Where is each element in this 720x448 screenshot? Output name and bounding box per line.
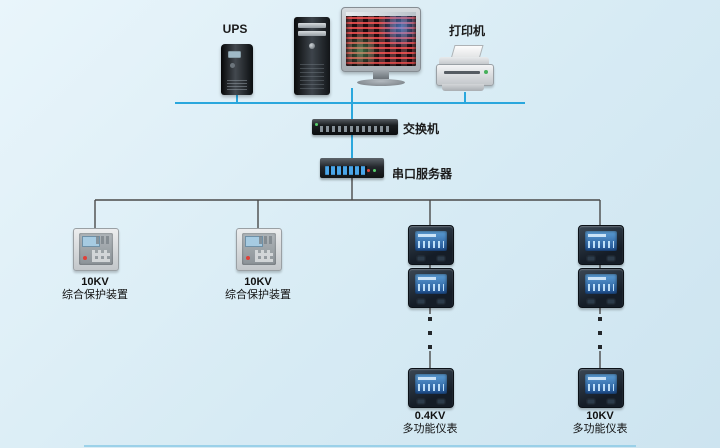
protection1-name-label: 综合保护装置 xyxy=(62,289,128,301)
meter-buttons xyxy=(417,256,445,261)
power-meter xyxy=(578,368,624,408)
meter-buttons xyxy=(587,256,615,261)
protection2-name-label: 综合保护装置 xyxy=(225,289,291,301)
switch-led xyxy=(315,123,318,126)
ups-label: UPS xyxy=(222,22,248,36)
server-led-red xyxy=(367,169,370,172)
protection-panel xyxy=(79,233,113,265)
tower-vent xyxy=(300,63,324,89)
meter-screen xyxy=(585,231,617,251)
meter-buttons xyxy=(587,399,615,404)
meter-buttons xyxy=(417,299,445,304)
protection-device xyxy=(236,228,282,271)
protection-keypad xyxy=(92,250,110,262)
serial-server-device xyxy=(320,158,384,178)
protection-keypad xyxy=(255,250,273,262)
ups-display xyxy=(228,51,241,58)
protection-buttons xyxy=(96,236,110,244)
meter-screen xyxy=(415,274,447,294)
ups-vent xyxy=(227,80,247,90)
bottom-border-line xyxy=(84,445,636,447)
protection1-label: 10KV 综合保护装置 xyxy=(55,276,135,302)
ellipsis-dots xyxy=(428,317,432,359)
meter-column2-name-label: 多功能仪表 xyxy=(572,423,628,435)
meter-column2-voltage-label: 10KV xyxy=(586,410,614,422)
power-meter xyxy=(408,225,454,265)
printer-led xyxy=(484,70,488,74)
meter-buttons xyxy=(417,399,445,404)
protection-buttons xyxy=(259,236,273,244)
meter-column1-voltage-label: 0.4KV xyxy=(414,410,446,422)
serial-server-label: 串口服务器 xyxy=(392,167,453,181)
ups-power-button xyxy=(230,63,235,68)
switch-ports xyxy=(320,126,390,132)
power-meter xyxy=(578,225,624,265)
protection2-label: 10KV 综合保护装置 xyxy=(218,276,298,302)
network-switch-device xyxy=(312,119,398,135)
ellipsis-dots xyxy=(598,317,602,359)
protection-led xyxy=(246,256,250,260)
power-button xyxy=(309,43,315,49)
server-led-green xyxy=(373,169,376,172)
ups-device xyxy=(221,44,253,95)
drive-bay xyxy=(298,23,326,28)
power-meter xyxy=(408,368,454,408)
monitor-screen-titlebar xyxy=(346,12,416,16)
drive-bay xyxy=(298,31,326,36)
power-meter xyxy=(578,268,624,308)
protection-led xyxy=(83,256,87,260)
meter-column2-label: 10KV 多功能仪表 xyxy=(560,410,640,436)
printer-tray xyxy=(442,84,484,91)
meter-column1-label: 0.4KV 多功能仪表 xyxy=(390,410,470,436)
meter-screen xyxy=(415,374,447,394)
serial-server-ports xyxy=(325,166,367,175)
printer-output-slot xyxy=(444,71,480,74)
protection2-voltage-label: 10KV xyxy=(244,276,272,288)
branch-lines xyxy=(94,178,601,368)
protection1-voltage-label: 10KV xyxy=(81,276,109,288)
meter-screen xyxy=(415,231,447,251)
switch-label: 交换机 xyxy=(403,122,440,136)
monitor-base xyxy=(357,79,405,86)
protection-device xyxy=(73,228,119,271)
monitor-screen xyxy=(346,12,416,66)
meter-screen xyxy=(585,274,617,294)
meter-screen xyxy=(585,374,617,394)
monitor-stand xyxy=(373,70,389,79)
meter-column1-name-label: 多功能仪表 xyxy=(402,423,458,435)
printer-device xyxy=(436,64,494,86)
meter-buttons xyxy=(587,299,615,304)
pc-tower xyxy=(294,17,330,95)
power-meter xyxy=(408,268,454,308)
printer-top-cover xyxy=(439,57,489,66)
printer-label: 打印机 xyxy=(448,24,485,38)
monitor xyxy=(341,7,421,72)
protection-panel xyxy=(242,233,276,265)
